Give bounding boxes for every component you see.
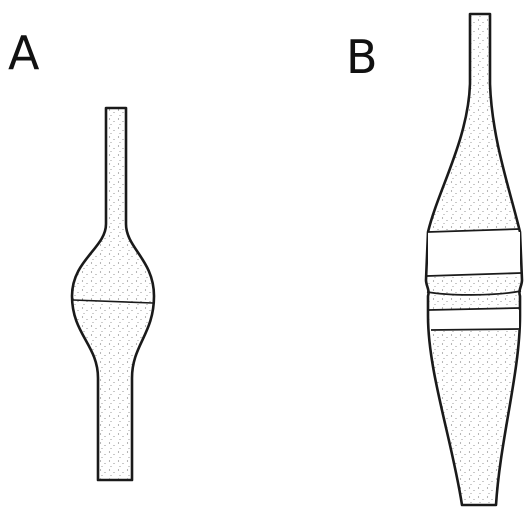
- structure-b: [426, 14, 522, 505]
- structure-b-clear-band: [428, 232, 520, 276]
- structure-a: [72, 108, 154, 480]
- panel-label-a: A: [8, 30, 39, 76]
- structure-a-body: [72, 108, 154, 480]
- structure-b-band-line-4: [431, 329, 519, 330]
- structure-b-narrow-band: [430, 310, 519, 330]
- panel-label-b: B: [346, 34, 378, 80]
